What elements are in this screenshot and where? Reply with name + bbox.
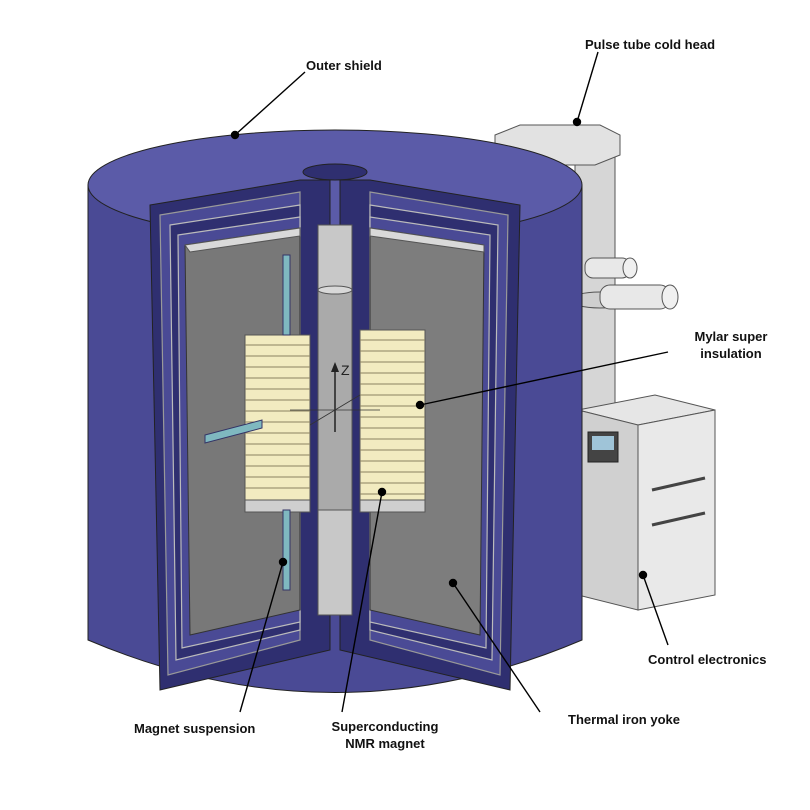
label-mylar-super-insulation: Mylar super insulation	[694, 329, 768, 361]
label-superconducting-nmr-magnet: Superconducting NMR magnet	[331, 719, 439, 751]
label-control-electronics: Control electronics	[648, 652, 767, 667]
magnet-suspension-rods	[204, 254, 291, 591]
label-magnet-suspension: Magnet suspension	[134, 721, 256, 736]
control-electronics-box	[577, 394, 716, 611]
axis-label-z: Z	[341, 362, 350, 378]
label-thermal-iron-yoke: Thermal iron yoke	[568, 712, 680, 727]
label-outer-shield: Outer shield	[306, 58, 382, 73]
z-axis: Z	[290, 362, 380, 432]
leader-lines	[230, 51, 669, 713]
nmr-magnet-coils	[244, 329, 426, 513]
label-pulse-tube-cold-head: Pulse tube cold head	[585, 37, 716, 52]
